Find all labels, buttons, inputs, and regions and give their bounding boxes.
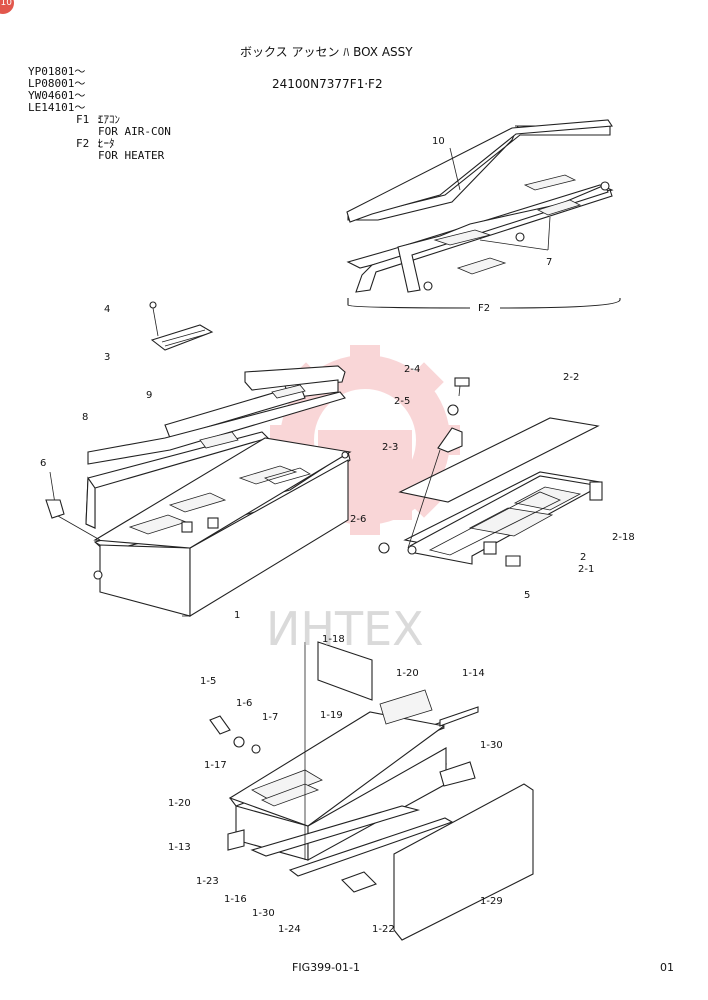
callout-label: 2-2 xyxy=(563,372,580,383)
serial-number: YW04601～ xyxy=(28,89,86,102)
page-number: 01 xyxy=(660,961,674,974)
callout-label: 9 xyxy=(146,390,153,401)
callout-label: 1-29 xyxy=(480,896,503,907)
callout-label: 10 xyxy=(432,136,445,147)
callout-label: 1-6 xyxy=(236,698,253,709)
note-en: FOR AIR-CON xyxy=(98,125,171,138)
callout-label: 1-23 xyxy=(196,876,219,887)
callout-label: 1-22 xyxy=(372,924,395,935)
serial-number: LP08001～ xyxy=(28,77,86,90)
callout-label: 1-20 xyxy=(168,798,191,809)
serial-number: YP01801～ xyxy=(28,65,86,78)
assembly-part-number: 24100N7377F1·F2 xyxy=(272,77,383,91)
callout-label: 2-5 xyxy=(394,396,411,407)
callout-label: 2-18 xyxy=(612,532,635,543)
callout-label: 2-4 xyxy=(404,364,421,375)
watermark-text: ИНТЕХ xyxy=(266,602,424,656)
diagram-title: ボックス アッセン ﾊ BOX ASSY xyxy=(240,45,413,59)
callout-label: 1-19 xyxy=(320,710,343,721)
lower-sub-assembly xyxy=(209,641,534,941)
main-box-1 xyxy=(45,437,352,617)
panel-2-2-and-frame-2 xyxy=(378,377,603,567)
note-jp: ﾋｰﾀ xyxy=(98,137,115,150)
callout-label: 1-17 xyxy=(204,760,227,771)
callout-label: 1 xyxy=(234,610,241,621)
callout-label: 1-24 xyxy=(278,924,301,935)
note-key: F1 : xyxy=(76,113,103,126)
callout-label: 6 xyxy=(40,458,47,469)
callout-label: 4 xyxy=(104,304,111,315)
callout-label: 1-13 xyxy=(168,842,191,853)
note-key: F2 : xyxy=(76,137,103,150)
callout-label: 1-20 xyxy=(396,668,419,679)
page-badge: 10 xyxy=(0,0,14,14)
callout-label: 1-14 xyxy=(462,668,485,679)
callout-label: 1-30 xyxy=(252,908,275,919)
callout-label: 1-5 xyxy=(200,676,217,687)
callout-label: 1-30 xyxy=(480,740,503,751)
callout-label: 1-7 xyxy=(262,712,279,723)
callout-label: 8 xyxy=(82,412,89,423)
f2-heater-group xyxy=(346,119,621,309)
callout-label: F2 xyxy=(478,303,491,314)
callout-label: 2 xyxy=(580,552,587,563)
upper-duct-group xyxy=(85,301,346,529)
callout-label: 2-3 xyxy=(382,442,399,453)
note-jp: ｴｱｺﾝ xyxy=(98,113,120,126)
callout-label: 2-1 xyxy=(578,564,595,575)
callout-label: 1-18 xyxy=(322,634,345,645)
serial-number: LE14101～ xyxy=(28,101,86,114)
callout-label: 1-16 xyxy=(224,894,247,905)
callout-label: 3 xyxy=(104,352,111,363)
callout-label: 5 xyxy=(524,590,531,601)
figure-number: FIG399-01-1 xyxy=(292,961,361,974)
callout-label: 2-6 xyxy=(350,514,367,525)
note-en: FOR HEATER xyxy=(98,149,165,162)
callout-label: 7 xyxy=(546,257,553,268)
